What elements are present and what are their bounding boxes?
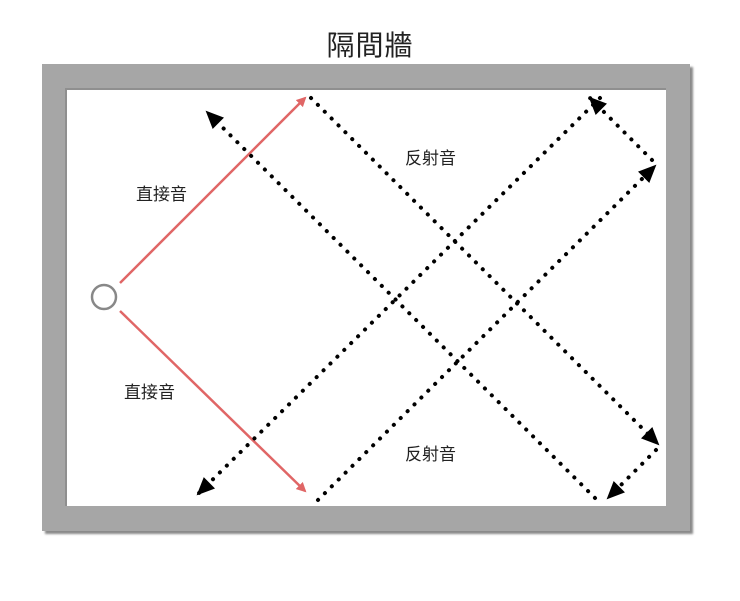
reflect-corner-top xyxy=(588,96,654,162)
sound-source-icon xyxy=(90,283,118,311)
room-interior xyxy=(65,88,666,506)
reflect-corner-bottom xyxy=(606,448,658,500)
reflect-path-b xyxy=(205,110,597,500)
label-direct-upper: 直接音 xyxy=(136,185,187,205)
reflect-path-a xyxy=(309,96,660,446)
reflect-path-d xyxy=(196,96,602,496)
direct-path-lower xyxy=(119,310,307,493)
label-reflect-upper: 反射音 xyxy=(405,149,456,169)
reflect-path-c xyxy=(316,164,657,502)
direct-path-upper xyxy=(119,96,307,284)
diagram-title: 隔間牆 xyxy=(326,29,414,62)
label-reflect-lower: 反射音 xyxy=(405,445,456,465)
label-direct-lower: 直接音 xyxy=(124,383,175,403)
